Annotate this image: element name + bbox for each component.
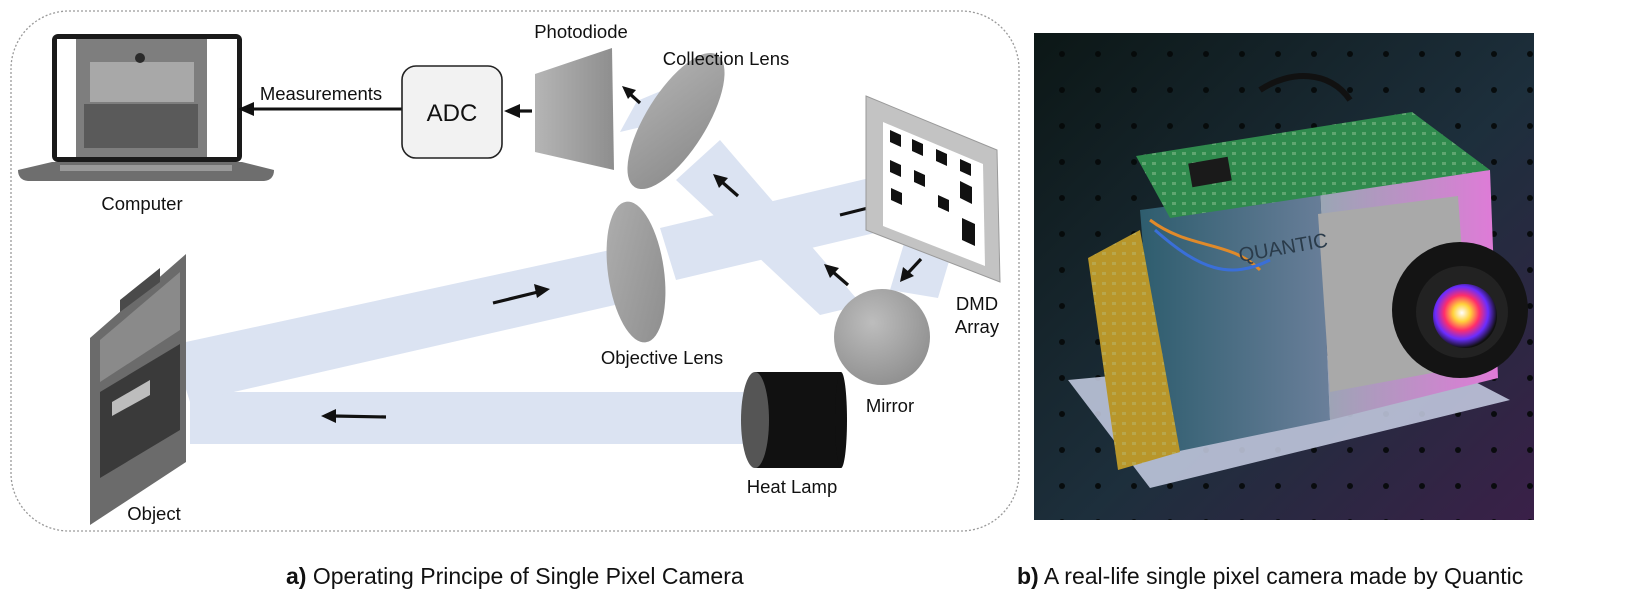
dmd-label-line1: DMD: [956, 293, 998, 314]
mirror-label: Mirror: [866, 395, 914, 416]
measurements-arrow: [238, 102, 402, 116]
object-label: Object: [127, 503, 180, 524]
dmd-array: [865, 95, 1001, 283]
caption-a-text: Operating Principe of Single Pixel Camer…: [306, 563, 744, 589]
caption-b: b) A real-life single pixel camera made …: [1017, 562, 1523, 590]
computer-label: Computer: [101, 193, 182, 214]
collection-lens: [627, 52, 725, 190]
caption-a-prefix: a): [286, 563, 307, 589]
mirror: [834, 289, 930, 385]
heat-lamp-label: Heat Lamp: [747, 476, 838, 497]
collection-lens-label: Collection Lens: [663, 48, 790, 69]
objective-lens: [606, 201, 666, 343]
computer-laptop: [18, 34, 274, 181]
panel-a-frame: [10, 10, 1020, 532]
photodiode-to-adc-arrow: [504, 104, 532, 118]
heat-lamp: [741, 372, 847, 468]
beam-object-to-objective: [172, 250, 628, 402]
object-image: [90, 254, 186, 525]
adc-box: [401, 65, 503, 159]
caption-b-text: A real-life single pixel camera made by …: [1038, 563, 1524, 589]
measurements-label: Measurements: [260, 83, 382, 104]
objective-lens-label: Objective Lens: [601, 347, 723, 368]
caption-a: a) Operating Principe of Single Pixel Ca…: [286, 562, 744, 590]
dmd-label-line2: Array: [955, 316, 1000, 337]
photodiode-label: Photodiode: [534, 21, 628, 42]
photodiode: [535, 48, 614, 170]
quantic-camera-photo: QUANTIC: [1034, 33, 1534, 520]
beam-lamp-to-object: [190, 392, 755, 444]
caption-b-prefix: b): [1017, 563, 1039, 589]
adc-label: ADC: [427, 100, 478, 127]
